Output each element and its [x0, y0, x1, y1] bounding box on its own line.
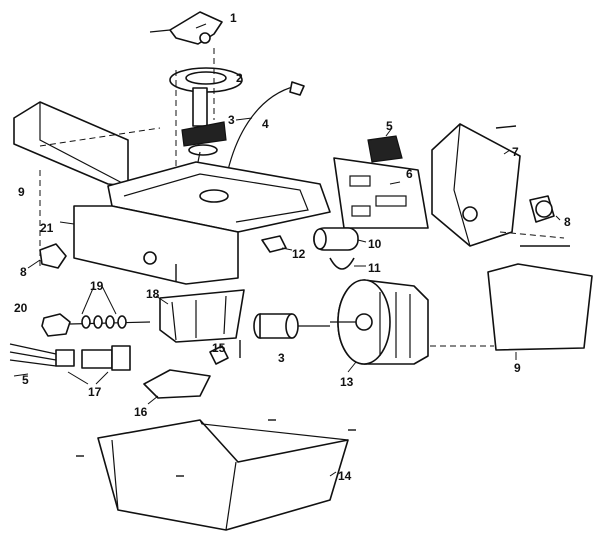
callout-15: 15	[212, 341, 226, 355]
callout-16: 16	[134, 405, 148, 419]
callout-13: 13	[340, 375, 354, 389]
callout-10: 10	[368, 237, 382, 251]
callout-3b: 3	[278, 351, 285, 365]
callout-9: 9	[18, 185, 25, 199]
callout-5b: 5	[22, 373, 29, 387]
callout-1: 1	[230, 11, 237, 25]
part-5-wire-lead	[9, 343, 75, 377]
part-3-drive-gear	[181, 87, 227, 163]
callout-2: 2	[236, 71, 243, 85]
chassis-plate	[107, 161, 331, 233]
part-8-light-socket	[529, 195, 561, 223]
part-3-worm-gear	[253, 313, 330, 339]
part-15-clip	[209, 345, 229, 365]
part-13-motor	[330, 279, 429, 373]
callout-8: 8	[20, 265, 27, 279]
part-5-terminal-block	[367, 127, 403, 163]
part-1-bracket	[149, 11, 223, 45]
screws	[76, 125, 570, 477]
callout-4: 4	[262, 117, 269, 131]
callout-17: 17	[88, 385, 102, 399]
part-18-mount-bracket	[155, 289, 245, 343]
part-8-bracket-left	[27, 243, 67, 269]
part-4-cable	[227, 81, 305, 171]
part-10-capacitor	[313, 227, 367, 251]
callout-9b: 9	[514, 361, 521, 375]
callout-18: 18	[146, 287, 160, 301]
part-7-end-panel	[431, 123, 565, 247]
callout-3: 3	[228, 113, 235, 127]
callout-labels: 1 2 3 3 4 5 5 6 7 8 8 9 9 10 11 12 13 14…	[14, 11, 571, 483]
callout-11: 11	[368, 261, 381, 275]
callout-20: 20	[14, 301, 28, 315]
part-16-switch	[143, 369, 211, 405]
callout-5: 5	[386, 119, 393, 133]
callout-8b: 8	[564, 215, 571, 229]
part-19-washers	[81, 285, 127, 329]
callout-12: 12	[292, 247, 306, 261]
part-21-chassis-wall	[59, 205, 239, 285]
part-17-connector	[67, 345, 131, 385]
part-11-strap	[329, 257, 366, 270]
part-2-sprocket-plate	[169, 48, 243, 265]
callout-7: 7	[512, 145, 519, 159]
part-9-lens-cover	[430, 263, 593, 360]
callout-6: 6	[406, 167, 413, 181]
callout-19: 19	[90, 279, 104, 293]
callout-14: 14	[338, 469, 352, 483]
part-6-circuit-board	[333, 157, 429, 229]
callout-21: 21	[40, 221, 54, 235]
part-12-clip	[261, 235, 293, 253]
part-14-bottom-tray	[97, 419, 349, 531]
